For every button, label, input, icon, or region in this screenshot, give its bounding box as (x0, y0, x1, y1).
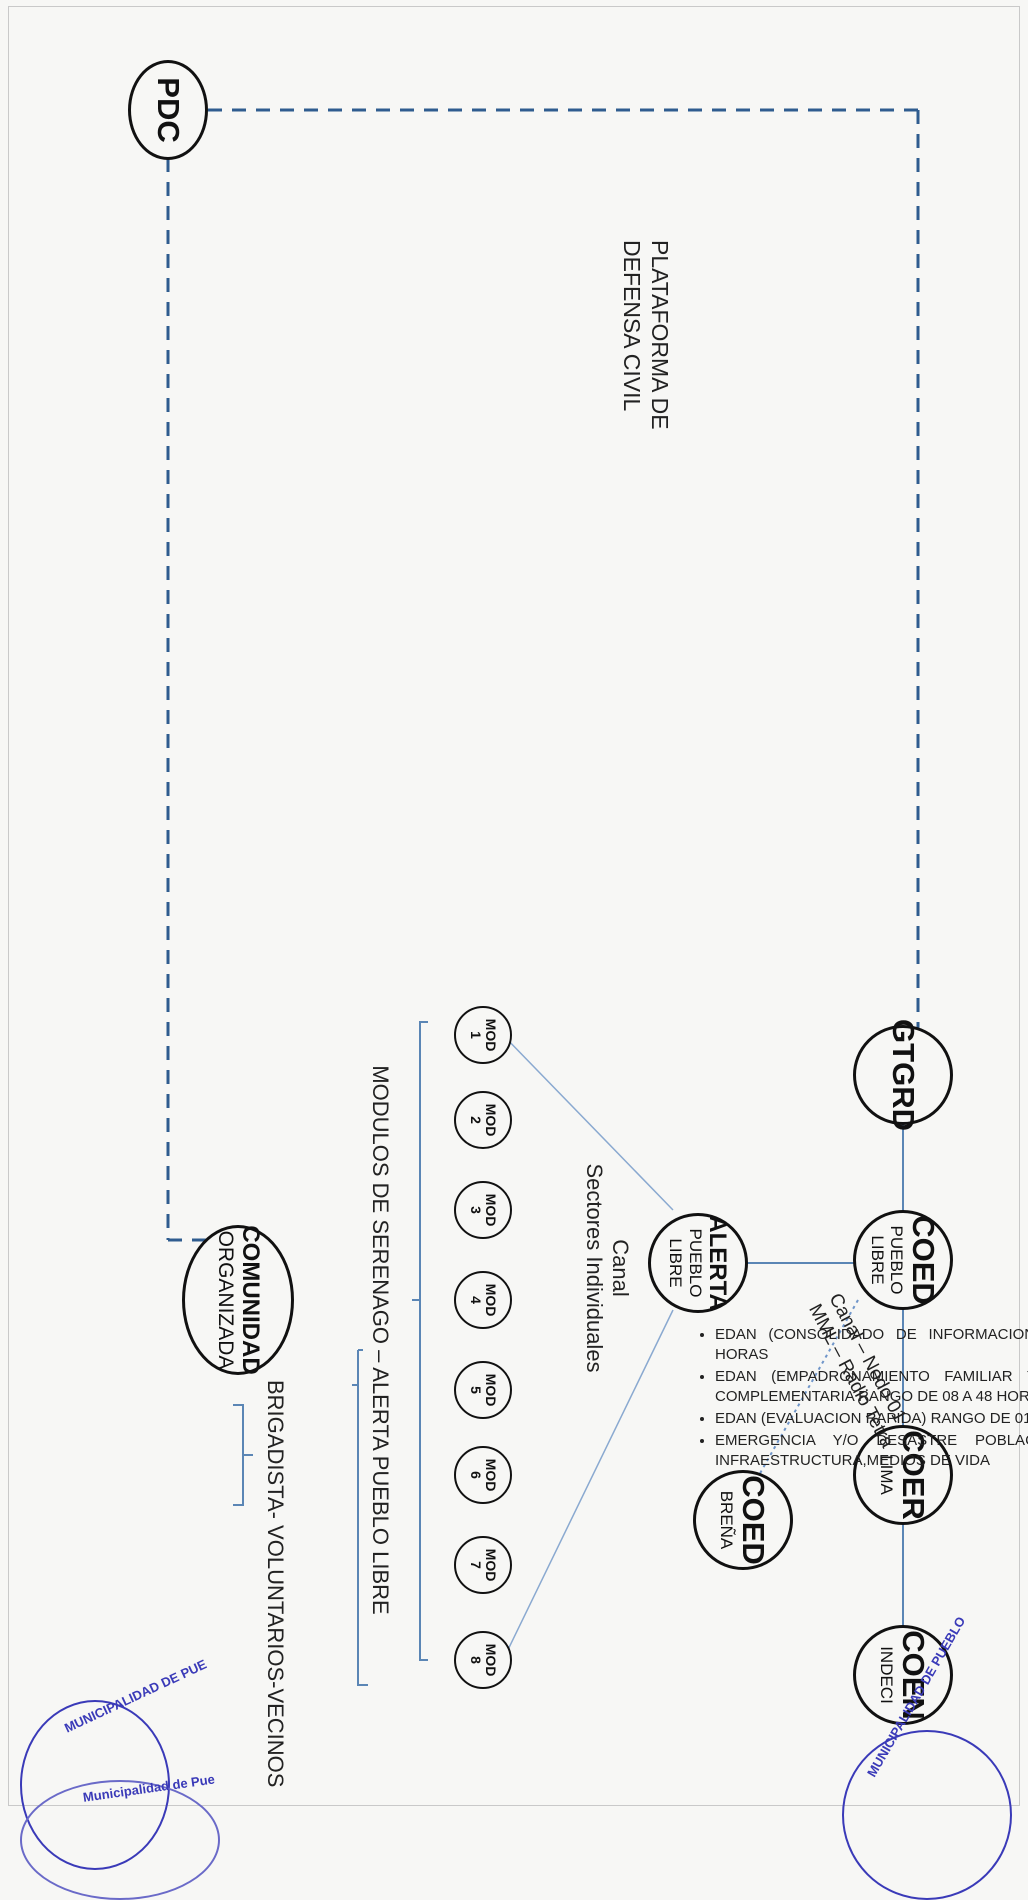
mod-2-number: 2 (467, 1116, 484, 1124)
node-mod-3: MOD 3 (454, 1181, 512, 1239)
link-coed-brena-dotted (727, 1299, 859, 1531)
mod-2-title: MOD (483, 1103, 500, 1137)
node-coed-subtitle: PUEBLO LIBRE (867, 1225, 907, 1295)
page-frame (8, 6, 1020, 1806)
edan-item-1: EDAN (CONSOLIDADO DE INFORMACION) RANGO … (715, 1325, 1028, 1365)
brace-brigadista (233, 1404, 253, 1506)
node-comunidad-organizada: COMUNIDAD ORGANIZADA (182, 1225, 294, 1375)
node-pdc: PDC (128, 60, 208, 160)
edan-list: EDAN (CONSOLIDADO DE INFORMACION) RANGO … (693, 1325, 1028, 1473)
node-pdc-title: PDC (151, 77, 187, 143)
brigadista-label: BRIGADISTA- VOLUNTARIOS-VECINOS (263, 1380, 288, 1788)
node-comunidad-subtitle: ORGANIZADA (214, 1230, 238, 1370)
edan-item-4: EMERGENCIA Y/O DESASTRE POBLACION EN GEN… (715, 1431, 1028, 1471)
mod-7-number: 7 (467, 1561, 484, 1569)
node-comunidad-title: COMUNIDAD (236, 1225, 264, 1375)
node-brena-subtitle: BREÑA (717, 1490, 737, 1550)
brace-modules (412, 1021, 428, 1661)
node-alerta-title: ALERTA (704, 1215, 732, 1311)
node-coed-pueblo-libre: COED PUEBLO LIBRE (853, 1210, 953, 1310)
dashed-frame (166, 108, 920, 1242)
mod-5-title: MOD (483, 1373, 500, 1407)
mod-3-number: 3 (467, 1206, 484, 1214)
node-mod-5: MOD 5 (454, 1361, 512, 1419)
node-alerta-pueblo-libre: ALERTA PUEBLO LIBRE (648, 1213, 748, 1313)
mod-1-number: 1 (467, 1031, 484, 1039)
mod-8-title: MOD (483, 1643, 500, 1677)
connector-layer (166, 108, 920, 1686)
mod-5-number: 5 (467, 1386, 484, 1394)
node-brena-title: COED (736, 1475, 772, 1565)
municipal-stamp-right: MUNICIPALIDAD DE PUEBLO (842, 1614, 1012, 1900)
mod-4-title: MOD (483, 1283, 500, 1317)
edan-item-3: EDAN (EVALUACION RAPIDA) RANGO DE 01 A 0… (715, 1409, 1028, 1429)
node-coed-brena: COED BREÑA (693, 1470, 793, 1570)
node-mod-7: MOD 7 (454, 1536, 512, 1594)
mod-3-title: MOD (483, 1193, 500, 1227)
node-mod-6: MOD 6 (454, 1446, 512, 1504)
link-alerta-mod1 (502, 1034, 674, 1211)
modulos-serenago-label: MODULOS DE SERENAGO – ALERTA PUEBLO LIBR… (368, 1065, 393, 1615)
mod-7-title: MOD (483, 1548, 500, 1582)
edan-item-2: EDAN (EMPADRONAMIENTO FAMILIAR Y MEDIOS … (715, 1367, 1028, 1407)
node-mod-1: MOD 1 (454, 1006, 512, 1064)
mod-6-number: 6 (467, 1471, 484, 1479)
node-mod-2: MOD 2 (454, 1091, 512, 1149)
brace-edan (352, 1349, 368, 1686)
municipal-stamp-corner: Municipalidad de Pue (20, 1772, 220, 1900)
node-gtgrd-title: GTGRD (886, 1019, 922, 1131)
node-coed-title: COED (905, 1215, 941, 1305)
mod-8-number: 8 (467, 1656, 484, 1664)
link-alerta-mod8 (502, 1309, 674, 1661)
canal-sectores-label: Canal Sectores Individuales (581, 1163, 633, 1373)
node-alerta-subtitle: PUEBLO LIBRE (666, 1228, 705, 1298)
diagram-stage: GTGRD COED PUEBLO LIBRE COER LIMA COEN I… (0, 0, 1028, 1814)
mod-1-title: MOD (483, 1018, 500, 1052)
mod-4-number: 4 (467, 1296, 484, 1304)
mod-6-title: MOD (483, 1458, 500, 1492)
node-gtgrd: GTGRD (853, 1019, 953, 1131)
node-mod-8: MOD 8 (454, 1631, 512, 1689)
node-coen-subtitle: INDECI (877, 1646, 897, 1704)
node-mod-4: MOD 4 (454, 1271, 512, 1329)
plataforma-label: PLATAFORMA DE DEFENSA CIVIL (619, 240, 673, 430)
